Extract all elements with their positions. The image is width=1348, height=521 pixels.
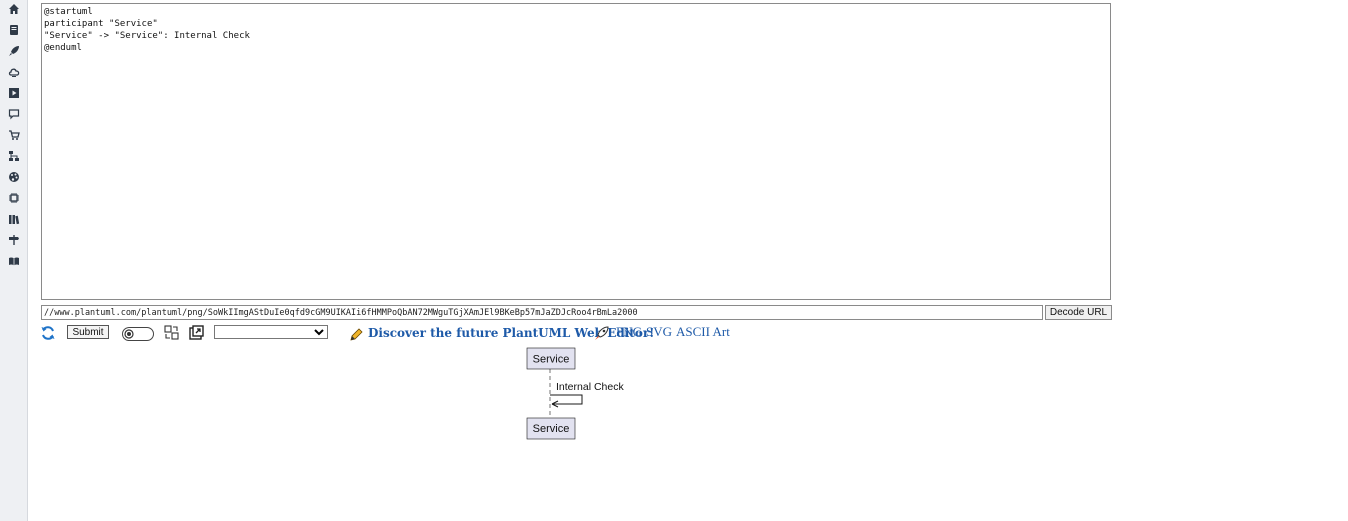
ascii-art-link[interactable]: ASCII Art [676,324,730,339]
self-message-arrow [550,394,583,405]
decode-url-button[interactable]: Decode URL [1045,305,1112,320]
submit-button[interactable]: Submit [67,325,109,339]
chip-icon[interactable] [7,191,20,204]
participant-label-top: Service [533,354,570,366]
discover-editor-link[interactable]: Discover the future PlantUML Web Editor! [368,326,655,340]
signpost-icon[interactable] [7,233,20,246]
message-label: Internal Check [556,381,624,393]
sitemap-icon[interactable] [7,149,20,162]
palette-icon[interactable] [7,170,20,183]
split-view-icon[interactable] [164,325,179,340]
svg-link[interactable]: SVG [646,324,673,339]
pencil-icon [349,327,363,341]
refresh-icon[interactable] [40,325,56,341]
library-icon[interactable] [7,212,20,225]
book-icon[interactable] [7,23,20,36]
rocket-icon[interactable] [7,44,20,57]
toolbar: Submit Discover the future PlantUML Web … [0,322,1348,344]
png-link[interactable]: PNG [616,324,643,339]
cart-icon[interactable] [7,128,20,141]
source-editor[interactable]: @startuml participant "Service" "Service… [41,3,1111,300]
participant-box-top [526,347,576,370]
play-icon[interactable] [7,86,20,99]
home-icon[interactable] [7,2,20,15]
theme-toggle[interactable] [122,326,154,341]
sidebar [0,0,28,521]
rocket-icon [594,326,609,341]
url-input[interactable] [41,305,1043,320]
cloud-icon[interactable] [7,65,20,78]
chat-icon[interactable] [7,107,20,120]
example-select[interactable] [214,325,328,339]
participant-box-bottom [526,417,576,440]
diagram-image: Service Internal Check Service [521,344,633,444]
arrow-head [551,400,559,408]
reader-icon[interactable] [7,254,20,267]
popout-icon[interactable] [189,325,204,340]
participant-label-bottom: Service [533,423,570,435]
